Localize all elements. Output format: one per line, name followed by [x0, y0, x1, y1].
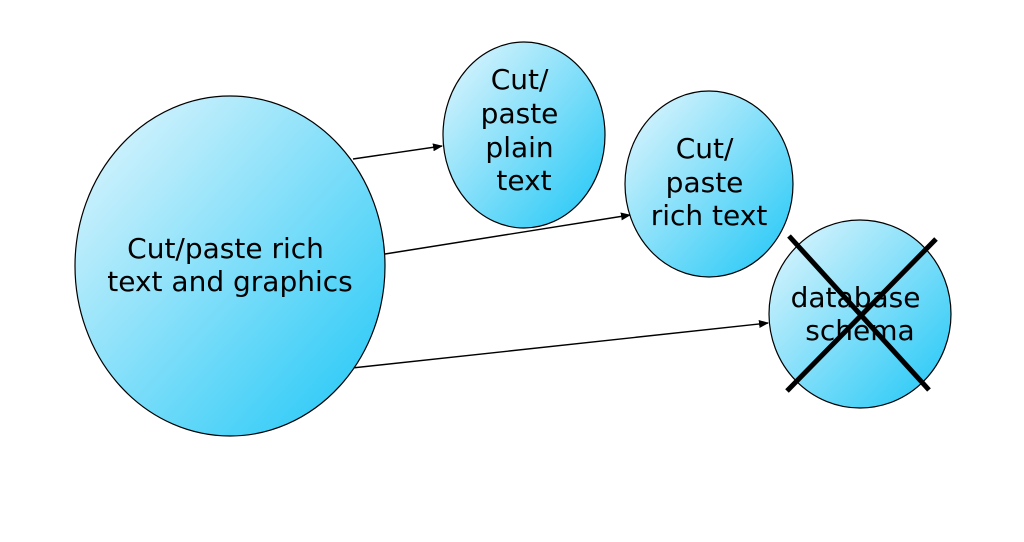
- source-node: Cut/paste rich text and graphics: [74, 95, 386, 437]
- plain-text-bubble: [442, 41, 606, 229]
- plain-text-line: paste: [481, 97, 559, 130]
- rich-text-label: Cut/ paste rich text: [651, 132, 768, 232]
- rich-text-line: rich text: [651, 199, 768, 232]
- target-node-database-schema: database schema: [768, 219, 952, 409]
- source-node-line: Cut/paste rich: [127, 232, 324, 265]
- arrow-to-plain-text: [352, 143, 443, 160]
- rich-text-line: Cut/: [676, 132, 734, 165]
- rich-text-line: paste: [666, 166, 744, 199]
- cross-out-stroke: [787, 234, 931, 392]
- target-node-rich-text: Cut/ paste rich text: [624, 90, 794, 278]
- rich-text-bubble: [624, 90, 794, 278]
- arrows: [351, 143, 769, 369]
- cross-out-mark: [785, 234, 938, 393]
- source-bubble: [74, 95, 386, 437]
- plain-text-label: Cut/ paste plain text: [481, 63, 568, 197]
- plain-text-line: text: [496, 164, 551, 197]
- arrow-to-database-schema: [351, 319, 769, 369]
- target-node-plain-text: Cut/ paste plain text: [442, 41, 606, 229]
- cross-out-stroke: [785, 237, 938, 393]
- plain-text-line: plain: [485, 131, 553, 164]
- source-node-line: text and graphics: [107, 265, 352, 298]
- source-node-label: Cut/paste rich text and graphics: [107, 232, 352, 298]
- plain-text-line: Cut/: [491, 63, 549, 96]
- arrow-to-rich-text: [384, 212, 631, 255]
